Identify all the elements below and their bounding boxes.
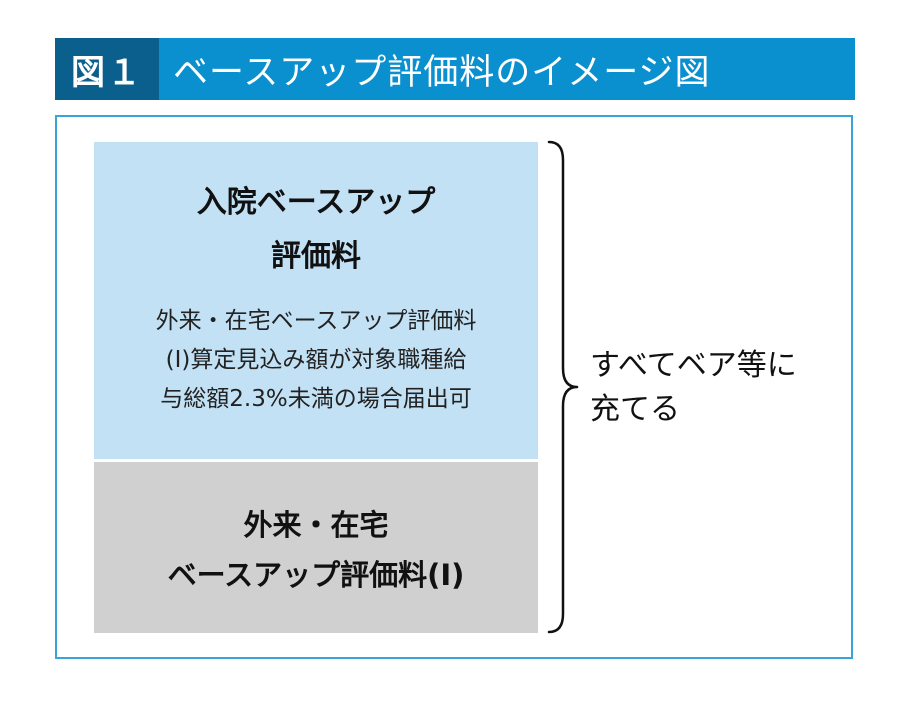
- figure-number: 図１: [55, 38, 159, 100]
- outpatient-heading-line1: 外来・在宅: [243, 508, 389, 542]
- outpatient-box-heading: 外来・在宅 ベースアップ評価料(Ⅰ): [94, 500, 538, 600]
- allocation-note-line1: すべてベア等に: [590, 348, 797, 383]
- inpatient-note-line3: 与総額2.3%未満の場合届出可: [160, 386, 472, 412]
- diagram-frame: [55, 115, 853, 659]
- inpatient-heading-line2: 評価料: [271, 239, 361, 274]
- inpatient-box-note: 外来・在宅ベースアップ評価料 (Ⅰ)算定見込み額が対象職種給 与総額2.3%未満…: [94, 302, 538, 419]
- inpatient-heading-line1: 入院ベースアップ: [196, 185, 436, 220]
- outpatient-base-up-box: 外来・在宅 ベースアップ評価料(Ⅰ): [94, 462, 538, 633]
- inpatient-note-line1: 外来・在宅ベースアップ評価料: [155, 308, 477, 334]
- right-brace-icon: [547, 140, 579, 634]
- figure-title-bar: 図１ ベースアップ評価料のイメージ図: [55, 38, 855, 100]
- inpatient-note-line2: (Ⅰ)算定見込み額が対象職種給: [165, 347, 467, 373]
- inpatient-base-up-box: 入院ベースアップ 評価料 外来・在宅ベースアップ評価料 (Ⅰ)算定見込み額が対象…: [94, 142, 538, 459]
- figure-title: ベースアップ評価料のイメージ図: [173, 52, 711, 93]
- inpatient-box-heading: 入院ベースアップ 評価料: [94, 176, 538, 284]
- allocation-note: すべてベア等に 充てる: [590, 344, 797, 432]
- outpatient-heading-line2: ベースアップ評価料(Ⅰ): [167, 558, 465, 592]
- allocation-note-line2: 充てる: [590, 392, 680, 427]
